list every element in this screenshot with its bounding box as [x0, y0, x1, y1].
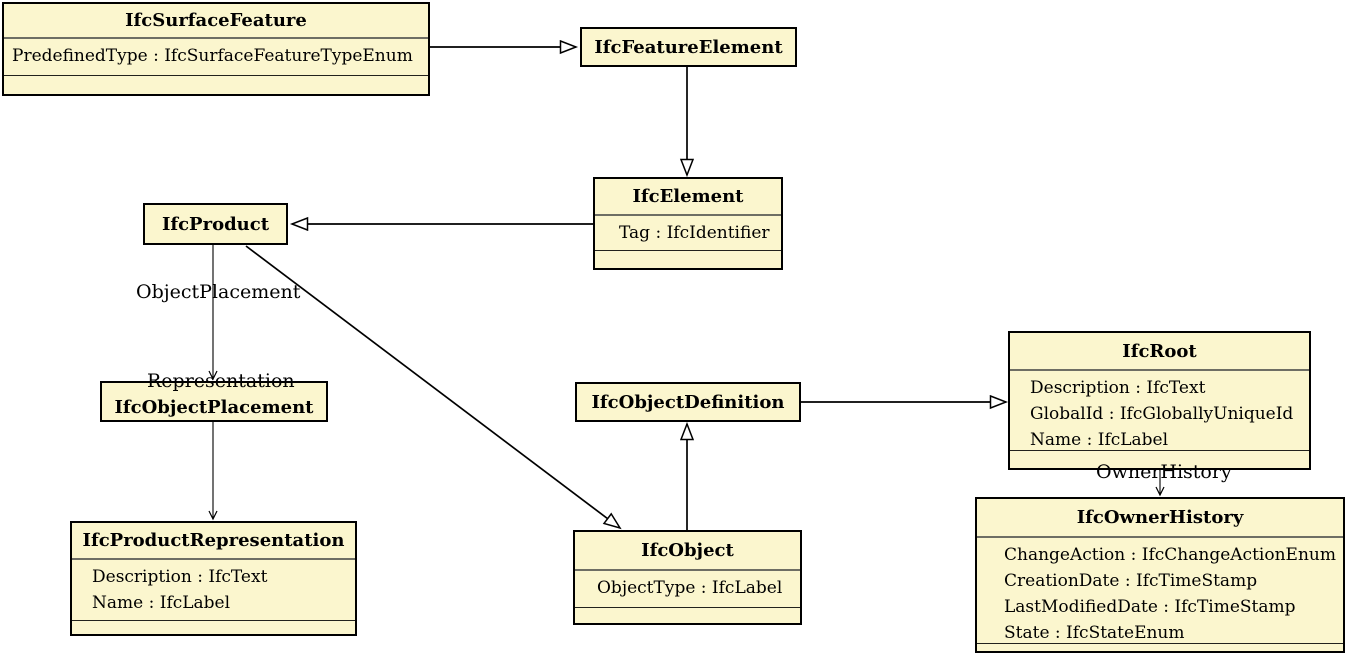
- class-attributes: Description : IfcText Name : IfcLabel: [72, 558, 355, 620]
- class-title: IfcObject: [641, 540, 734, 561]
- attribute: Name : IfcLabel: [1030, 430, 1169, 450]
- class-operations-empty: [1010, 450, 1309, 468]
- class-title: IfcElement: [632, 186, 744, 207]
- edge-label-objectplacement: ObjectPlacement: [136, 281, 301, 303]
- class-operations-empty: [72, 620, 355, 634]
- class-ifcroot[interactable]: IfcRoot Description : IfcText GlobalId :…: [1008, 331, 1311, 470]
- attribute: GlobalId : IfcGloballyUniqueId: [1030, 404, 1294, 424]
- class-title: IfcObjectDefinition: [591, 391, 785, 413]
- attribute: PredefinedType : IfcSurfaceFeatureTypeEn…: [12, 46, 413, 66]
- attribute: Description : IfcText: [92, 567, 268, 587]
- class-title: IfcFeatureElement: [594, 36, 783, 58]
- class-attributes: Description : IfcText GlobalId : IfcGlob…: [1010, 369, 1309, 450]
- class-title: IfcSurfaceFeature: [125, 10, 307, 31]
- class-operations-empty: [595, 250, 781, 268]
- attribute: Tag : IfcIdentifier: [619, 223, 770, 243]
- class-ifcproductrepresentation[interactable]: IfcProductRepresentation Description : I…: [70, 521, 357, 636]
- class-ifcobject[interactable]: IfcObject ObjectType : IfcLabel: [573, 530, 802, 625]
- attribute: Description : IfcText: [1030, 378, 1206, 398]
- class-attributes: Tag : IfcIdentifier: [595, 214, 781, 250]
- attribute: State : IfcStateEnum: [1004, 623, 1185, 643]
- attribute: Name : IfcLabel: [92, 593, 231, 613]
- edge-label-representation: Representation: [147, 370, 295, 392]
- attribute: CreationDate : IfcTimeStamp: [1004, 571, 1258, 591]
- attribute: ObjectType : IfcLabel: [597, 578, 783, 598]
- class-ifcfeatureelement[interactable]: IfcFeatureElement: [580, 27, 797, 67]
- class-title: IfcProductRepresentation: [82, 530, 345, 551]
- class-operations-empty: [4, 75, 428, 94]
- class-attributes: ChangeAction : IfcChangeActionEnum Creat…: [977, 536, 1343, 643]
- class-operations-empty: [575, 607, 800, 623]
- attribute: LastModifiedDate : IfcTimeStamp: [1004, 597, 1296, 617]
- class-title: IfcProduct: [161, 213, 270, 235]
- class-attributes: ObjectType : IfcLabel: [575, 569, 800, 607]
- class-ifcsurfacefeature[interactable]: IfcSurfaceFeature PredefinedType : IfcSu…: [2, 2, 430, 96]
- class-ifcproduct[interactable]: IfcProduct: [143, 203, 288, 245]
- class-attributes: PredefinedType : IfcSurfaceFeatureTypeEn…: [4, 37, 428, 75]
- class-ifcobjectdefinition[interactable]: IfcObjectDefinition: [575, 382, 801, 422]
- edge-label-ownerhistory: OwnerHistory: [1096, 461, 1232, 483]
- class-title: IfcRoot: [1122, 340, 1197, 362]
- attribute: ChangeAction : IfcChangeActionEnum: [1004, 545, 1336, 565]
- class-operations-empty: [977, 643, 1343, 651]
- class-title: IfcOwnerHistory: [1076, 507, 1244, 528]
- class-ifcelement[interactable]: IfcElement Tag : IfcIdentifier: [593, 177, 783, 270]
- class-ifcownerhistory[interactable]: IfcOwnerHistory ChangeAction : IfcChange…: [975, 497, 1345, 653]
